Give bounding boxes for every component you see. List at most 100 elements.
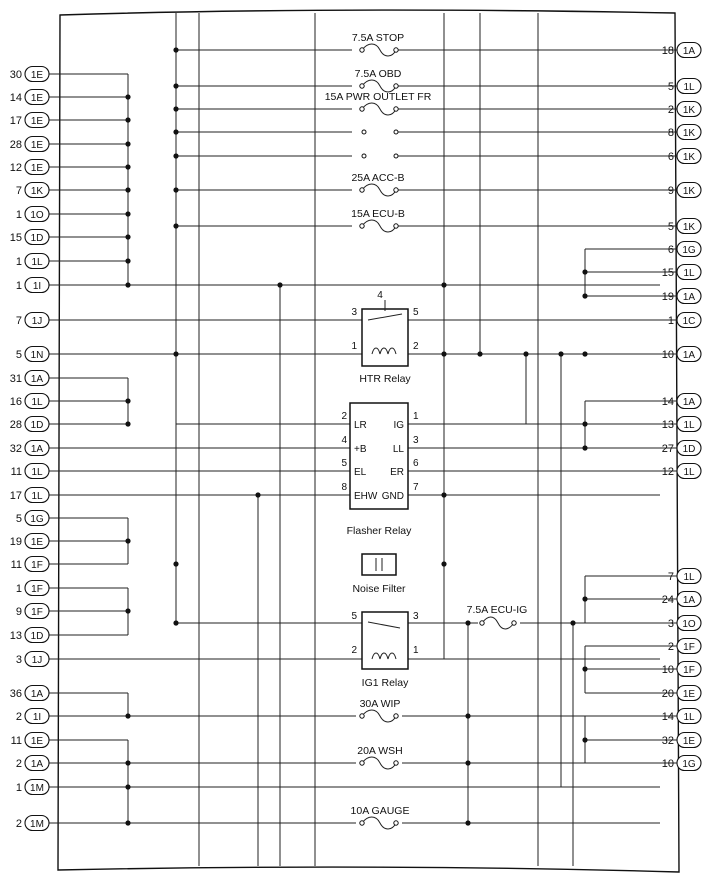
open-link: [352, 128, 399, 136]
terminal-pin-number: 32: [10, 443, 22, 455]
fuse: 25A ACC-B: [351, 172, 405, 197]
connector-id: 1F: [31, 560, 43, 571]
relay-pin: 6: [413, 458, 419, 469]
fuse-label: 15A PWR OUTLET FR: [325, 91, 432, 103]
fuse-symbol: [361, 102, 397, 116]
connector-badge: [676, 684, 702, 702]
connector-badge: [676, 217, 702, 235]
connector-id: 1N: [31, 350, 44, 361]
connector-badge: [24, 555, 50, 573]
connector-id: 1L: [31, 491, 43, 502]
terminal-pin-number: 28: [10, 139, 22, 151]
connector-id: 1L: [683, 467, 695, 478]
connector-id: 1L: [683, 572, 695, 583]
connector-id: 1K: [683, 105, 696, 116]
junction-dot: [125, 141, 131, 147]
connector-badge: [24, 707, 50, 725]
terminal-pin-number: 9: [16, 606, 22, 618]
connector-badge: [676, 567, 702, 585]
fuse: 15A ECU-B: [351, 208, 405, 233]
connector-id: 1K: [683, 152, 696, 163]
connector-id: 1E: [31, 537, 44, 548]
relay-pin: 5: [413, 307, 419, 318]
terminal-name: +B: [354, 444, 367, 455]
link-terminal: [393, 153, 399, 159]
fuse-gap: [356, 758, 402, 768]
terminal-pin-number: 31: [10, 373, 22, 385]
fuse-terminal: [359, 47, 365, 53]
fuse-terminal: [393, 83, 399, 89]
connector-badge: [24, 486, 50, 504]
terminal-pin-number: 3: [668, 618, 674, 630]
connector-id: 1L: [683, 82, 695, 93]
junction-dot: [582, 269, 588, 275]
relay-pin: 4: [377, 290, 383, 301]
fuse-label: 15A ECU-B: [351, 208, 405, 220]
terminal-pin-number: 27: [662, 443, 674, 455]
connector-badge: [676, 147, 702, 165]
fuse-gap: [356, 818, 402, 828]
connector-badge: [24, 626, 50, 644]
terminal-pin-number: 18: [662, 45, 674, 57]
relay-coil: [371, 652, 397, 660]
connector-id: 1A: [683, 292, 696, 303]
fuse-symbol: [361, 219, 397, 233]
junction-dot: [582, 666, 588, 672]
connector-badge: [24, 509, 50, 527]
terminal-pin-number: 1: [16, 782, 22, 794]
connector-badge: [24, 392, 50, 410]
terminal-pin-number: 1: [16, 256, 22, 268]
terminal-pin-number: 10: [662, 758, 674, 770]
filter-box: [361, 553, 397, 576]
terminal-pin-number: 24: [662, 594, 674, 606]
connector-id: 1D: [31, 420, 44, 431]
connector-badge: [24, 462, 50, 480]
terminal-pin-number: 32: [662, 735, 674, 747]
junction-dot: [125, 117, 131, 123]
junction-dot: [125, 187, 131, 193]
terminal-pin-number: 15: [662, 267, 674, 279]
fuse-label: 7.5A ECU-IG: [467, 604, 528, 616]
junction-dot: [441, 282, 447, 288]
connector-badge: [676, 123, 702, 141]
relay-pin: 5: [351, 611, 357, 622]
fuse-label: 7.5A OBD: [355, 68, 402, 80]
junction-dot: [125, 164, 131, 170]
fuse-gap: [352, 81, 398, 91]
connector-id: 1M: [30, 819, 44, 830]
junction-dot: [582, 737, 588, 743]
junction-dot: [125, 760, 131, 766]
terminal-pin-number: 20: [662, 688, 674, 700]
junction-dot: [125, 784, 131, 790]
relay-box: [361, 611, 409, 670]
link-terminal: [361, 153, 367, 159]
connector-id: 1J: [32, 316, 43, 327]
connector-id: 1O: [30, 210, 44, 221]
fuse-terminal: [393, 713, 399, 719]
terminal-name: EL: [354, 467, 367, 478]
connector-badge: [24, 276, 50, 294]
junction-dot: [173, 47, 179, 53]
fuse-symbol: [481, 616, 515, 630]
connector-id: 1E: [31, 140, 44, 151]
connector-id: 1E: [31, 70, 44, 81]
terminal-pin-number: 11: [11, 466, 22, 478]
relay-pin: 3: [351, 307, 357, 318]
connector-badge: [24, 181, 50, 199]
relay-box: [361, 308, 409, 367]
terminal-pin-number: 13: [10, 630, 22, 642]
fuse-terminal: [359, 106, 365, 112]
terminal-pin-number: 2: [668, 641, 674, 653]
